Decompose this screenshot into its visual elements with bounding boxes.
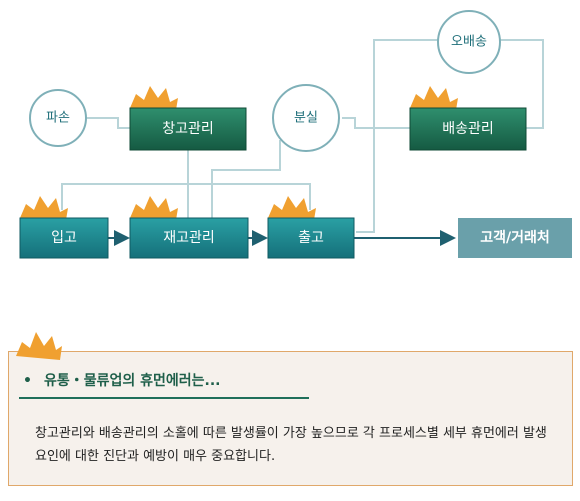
callout-box: • 유통・물류업의 휴먼에러는... 창고관리와 배송관리의 소홀에 따른 발생률…	[8, 351, 573, 486]
burst-icon-inbound	[20, 196, 68, 220]
circle-damage-label: 파손	[46, 111, 70, 126]
burst-icon-callout-shape	[16, 332, 62, 360]
node-customer-label: 고객/거래처	[480, 229, 550, 246]
circle-loss-label: 분실	[294, 111, 318, 126]
burst-icon-warehouse	[130, 86, 178, 110]
callout-title-text: 유통・물류업의 휴먼에러는...	[43, 373, 221, 389]
node-delivery-label: 배송관리	[442, 121, 494, 137]
process-nodes: 창고관리 배송관리 입고 재고관리 출고 고객/거래처	[19, 107, 572, 259]
connector-misdelivery-delivery	[500, 39, 544, 129]
node-inventory-label: 재고관리	[163, 230, 215, 246]
node-inbound-label: 입고	[51, 230, 77, 246]
connector-lines	[61, 39, 544, 233]
node-warehouse	[129, 107, 247, 151]
circle-misdelivery-label: 오배송	[451, 35, 487, 50]
circle-damage	[29, 89, 87, 147]
node-customer	[458, 218, 572, 258]
burst-icons	[20, 86, 458, 220]
node-outbound	[267, 217, 355, 259]
callout-bullet: •	[23, 373, 32, 389]
node-inventory	[129, 217, 249, 259]
callout-title: • 유통・물류업의 휴먼에러는...	[23, 370, 220, 390]
circle-nodes: 파손 분실 오배송	[29, 10, 501, 152]
circle-loss	[272, 84, 340, 152]
circle-misdelivery	[437, 10, 501, 74]
burst-icon-outbound	[268, 196, 316, 220]
connector-loss-delivery	[342, 117, 410, 129]
connector-outbound-delivery	[356, 39, 438, 233]
burst-icon-delivery	[410, 86, 458, 110]
connector-loss-inventory	[211, 140, 281, 218]
burst-icon-callout	[16, 332, 62, 360]
callout-underline	[19, 397, 309, 399]
burst-icon-inventory	[130, 196, 178, 220]
connector-damage-warehouse	[80, 117, 130, 129]
node-delivery	[409, 107, 527, 151]
node-warehouse-label: 창고관리	[162, 121, 214, 137]
connector-inbound-outbound-bracket	[61, 183, 311, 210]
callout-body: 창고관리와 배송관리의 소홀에 따른 발생률이 가장 높으므로 각 프로세스별 …	[35, 426, 547, 464]
node-outbound-label: 출고	[298, 230, 324, 246]
node-inbound	[19, 217, 109, 259]
